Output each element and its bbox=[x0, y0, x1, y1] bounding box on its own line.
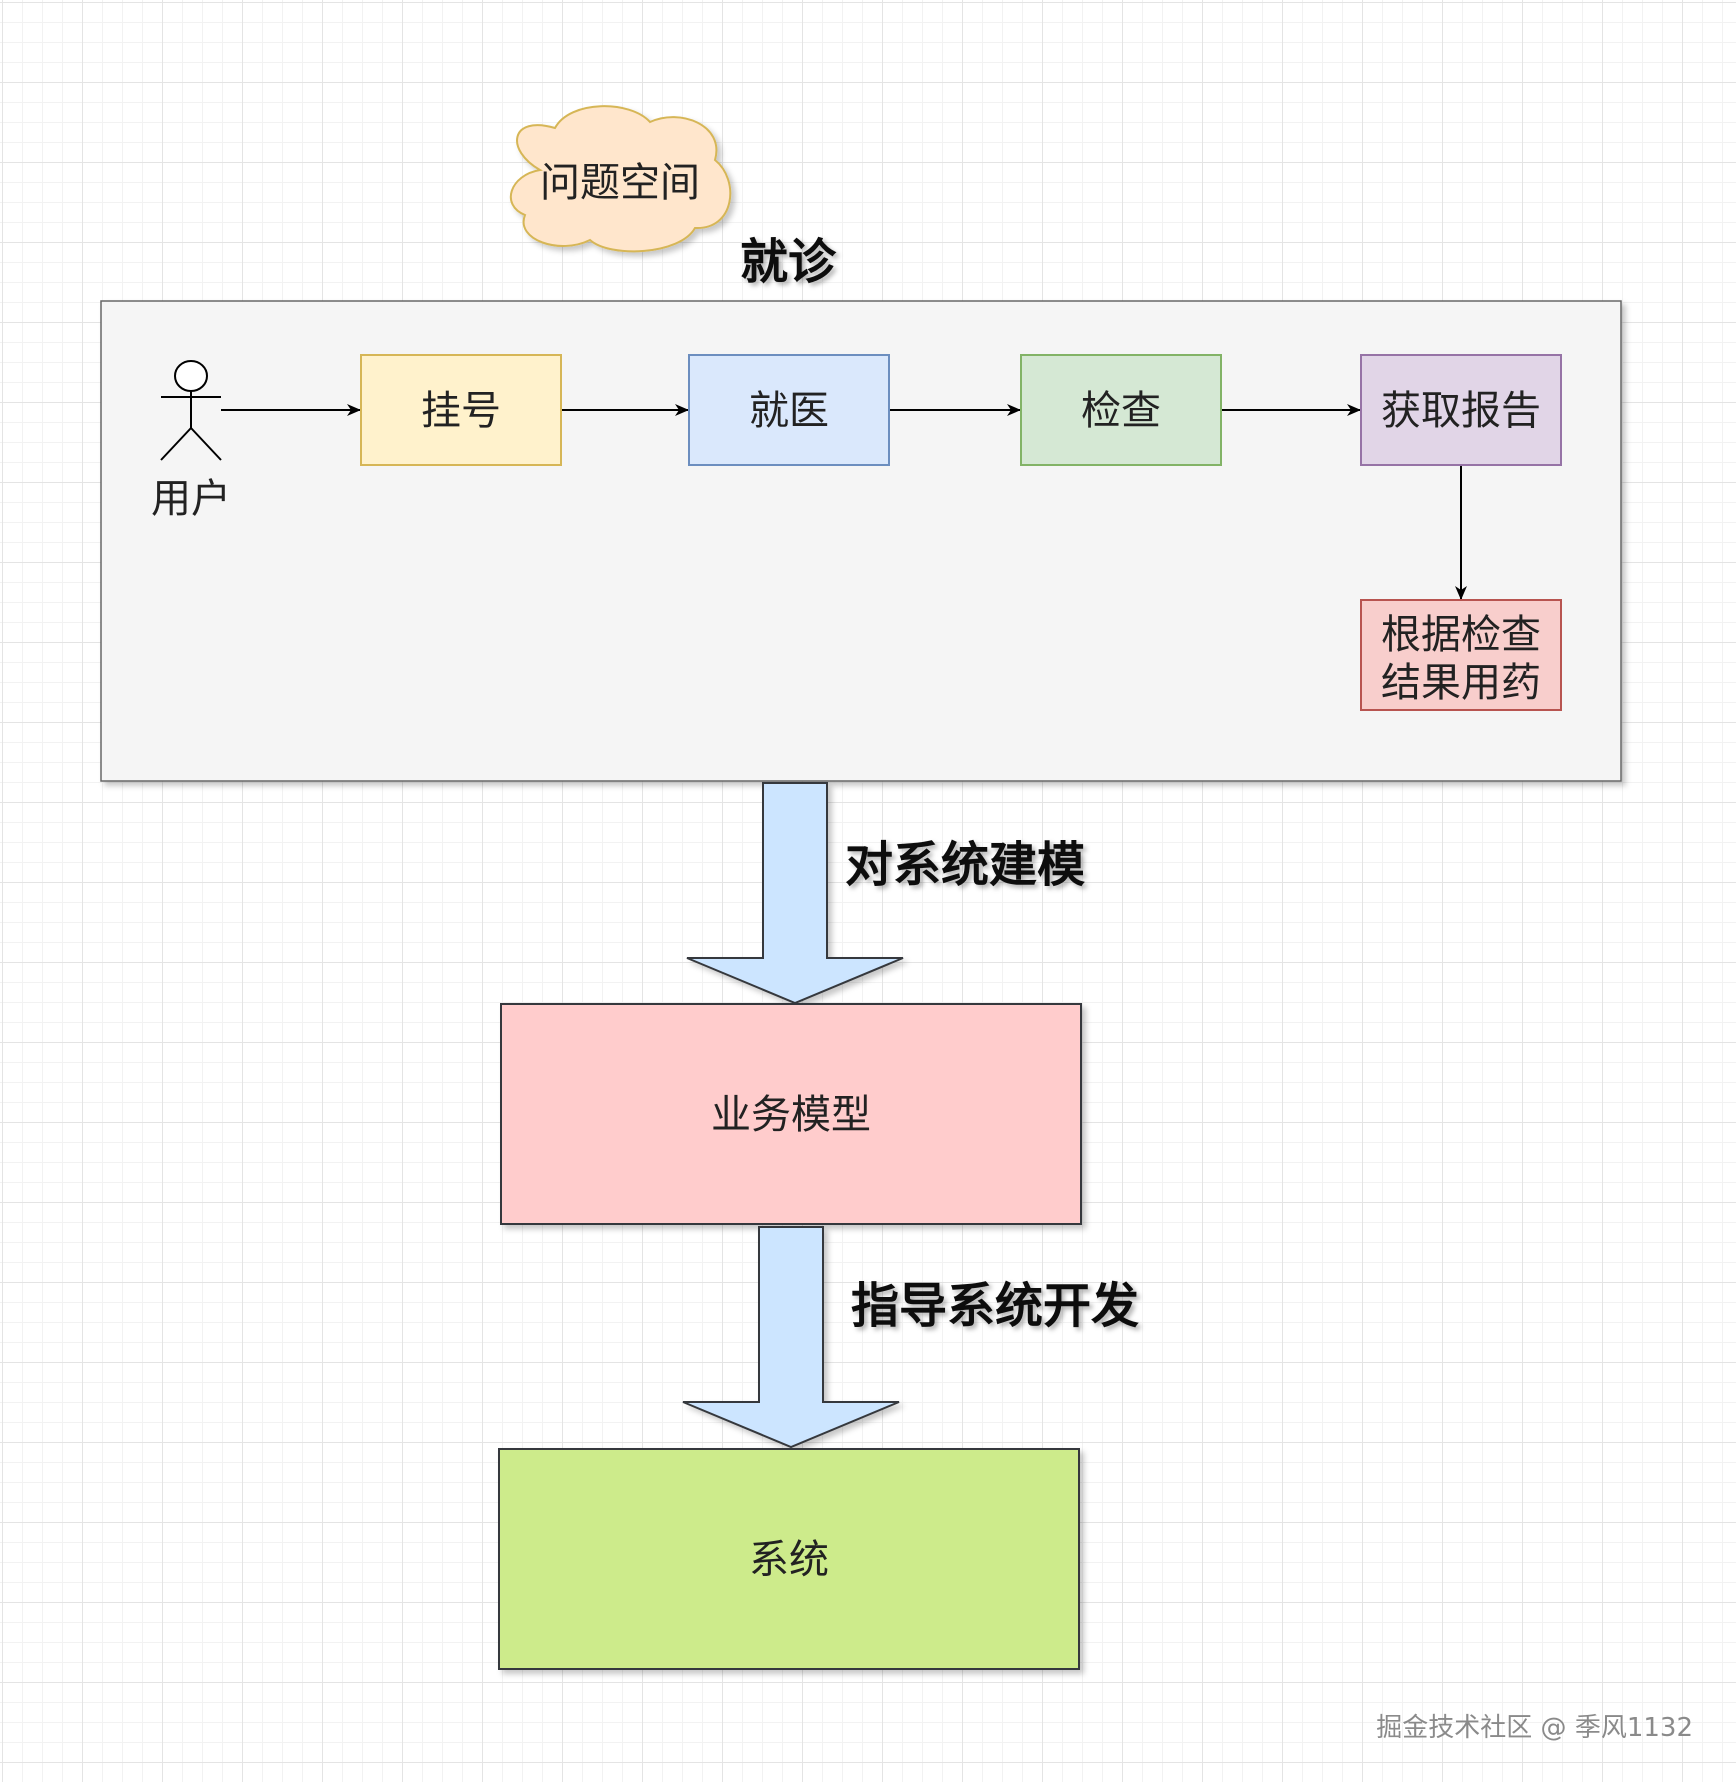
system-node[interactable]: 系统 bbox=[498, 1448, 1080, 1670]
user-actor-label: 用户 bbox=[151, 476, 231, 522]
flow-step-report[interactable]: 获取报告 bbox=[1360, 354, 1562, 466]
business-model-label: 业务模型 bbox=[711, 1092, 871, 1138]
business-model-node[interactable]: 业务模型 bbox=[500, 1003, 1082, 1225]
visit-label: 就医 bbox=[749, 388, 829, 434]
medication-label-line1: 根据检查 bbox=[1381, 612, 1541, 658]
medication-box bbox=[1360, 599, 1562, 711]
container-title: 就诊 bbox=[740, 234, 837, 290]
cloud-shape bbox=[509, 105, 732, 253]
visit-box bbox=[688, 354, 890, 466]
problem-space-cloud bbox=[509, 105, 732, 253]
medication-label-line2: 结果用药 bbox=[1381, 660, 1541, 706]
exam-box bbox=[1020, 354, 1222, 466]
flow-step-medication[interactable]: 根据检查 结果用药 bbox=[1360, 599, 1562, 711]
flow-step-register[interactable]: 挂号 bbox=[360, 354, 562, 466]
business-model-box bbox=[500, 1003, 1082, 1225]
user-actor-icon bbox=[160, 360, 222, 461]
register-label: 挂号 bbox=[421, 388, 501, 434]
report-box bbox=[1360, 354, 1562, 466]
system-box bbox=[498, 1448, 1080, 1670]
flow-connectors bbox=[221, 404, 1467, 600]
guide-arrow-label: 指导系统开发 bbox=[851, 1278, 1139, 1334]
system-label: 系统 bbox=[749, 1537, 829, 1583]
exam-label: 检查 bbox=[1081, 388, 1161, 434]
guide-arrow bbox=[682, 1226, 900, 1449]
report-label: 获取报告 bbox=[1381, 388, 1541, 434]
modeling-arrow-label: 对系统建模 bbox=[845, 837, 1085, 893]
watermark-text: 掘金技术社区 @ 季风1132 bbox=[1376, 1713, 1693, 1743]
modeling-arrow bbox=[686, 782, 904, 1005]
flow-step-visit[interactable]: 就医 bbox=[688, 354, 890, 466]
register-box bbox=[360, 354, 562, 466]
flow-step-exam[interactable]: 检查 bbox=[1020, 354, 1222, 466]
cloud-label: 问题空间 bbox=[540, 160, 700, 206]
